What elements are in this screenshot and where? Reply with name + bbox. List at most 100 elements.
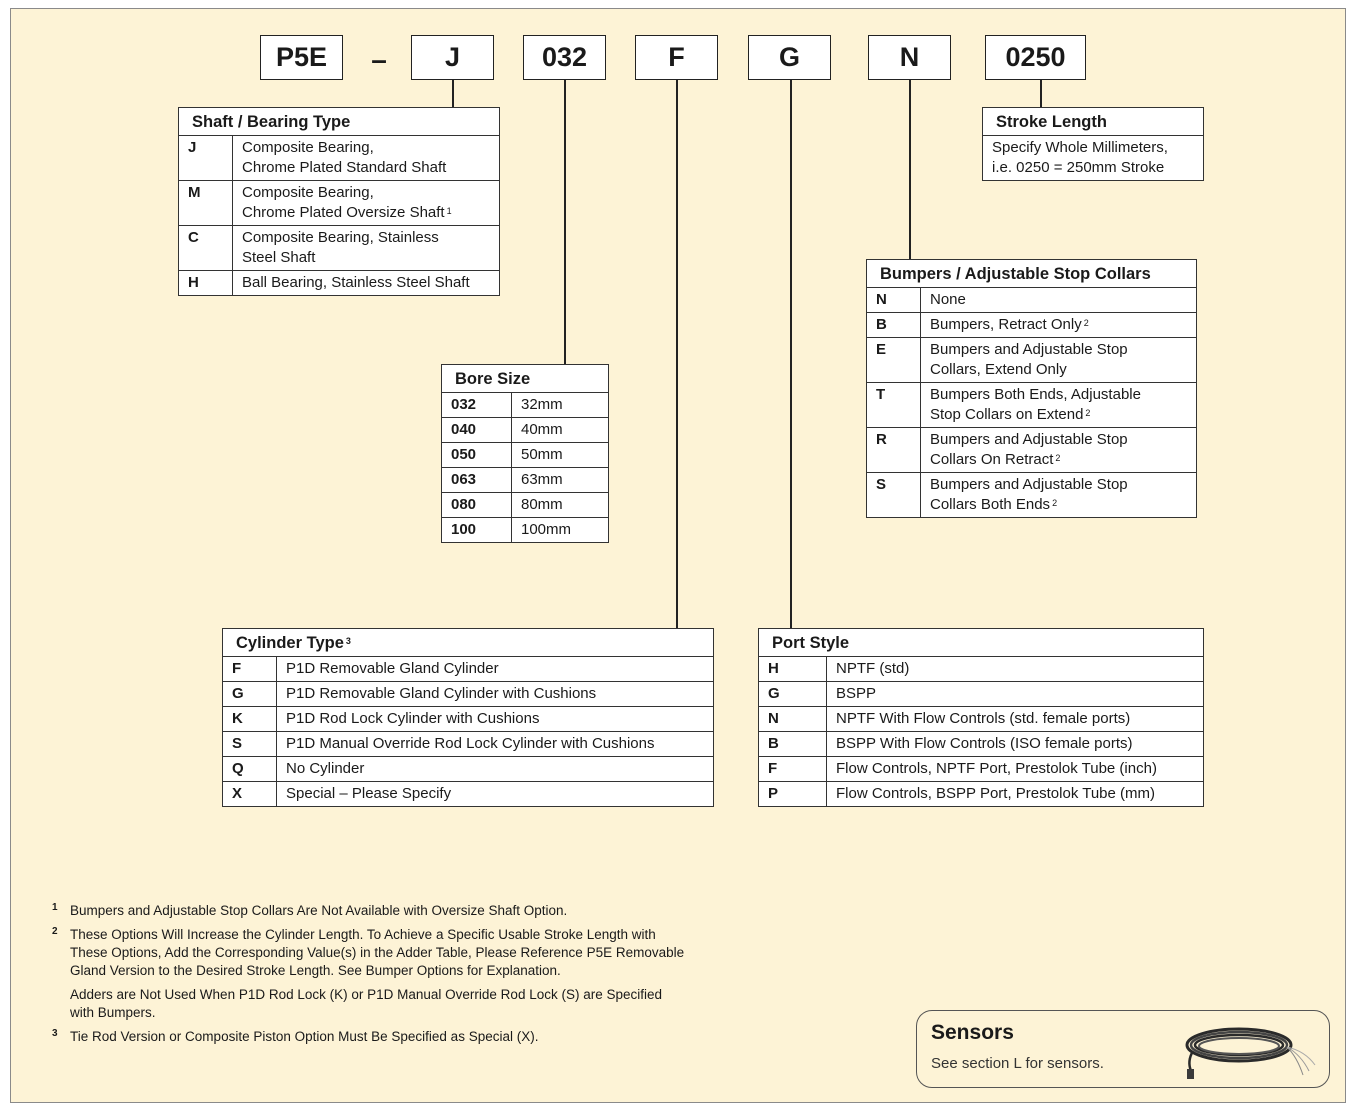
option-desc: Bumpers, Retract Only [930, 316, 1082, 333]
code-box-stroke: 0250 [985, 35, 1086, 80]
option-code: B [759, 732, 827, 757]
option-desc: BSPP With Flow Controls (ISO female port… [827, 732, 1204, 757]
bore-value: 32mm [512, 393, 609, 418]
table-row: J Composite Bearing,Chrome Plated Standa… [179, 136, 500, 181]
code-separator: – [368, 44, 390, 76]
code-text-bumpers: N [900, 42, 920, 73]
footnote: 1 Bumpers and Adjustable Stop Collars Ar… [52, 902, 772, 920]
code-box-bumpers: N [868, 35, 951, 80]
option-desc: BSPP [827, 682, 1204, 707]
code-box-cylinder: F [635, 35, 718, 80]
footnote: 2 These Options Will Increase the Cylind… [52, 926, 772, 980]
footnote-number: 1 [52, 899, 58, 917]
footnote-text: Adders are Not Used When P1D Rod Lock (K… [70, 986, 772, 1004]
bore-value: 50mm [512, 443, 609, 468]
option-desc: P1D Rod Lock Cylinder with Cushions [277, 707, 714, 732]
bore-code: 032 [442, 393, 512, 418]
option-code: J [179, 136, 233, 181]
option-code: G [759, 682, 827, 707]
footnote-ref: 3 [346, 636, 351, 646]
table-title: Bore Size [442, 365, 609, 393]
option-desc: P1D Removable Gland Cylinder with Cushio… [277, 682, 714, 707]
stroke-desc: i.e. 0250 = 250mm Stroke [992, 158, 1197, 178]
option-code: C [179, 226, 233, 271]
option-code: F [223, 657, 277, 682]
option-code: E [867, 338, 921, 383]
bore-value: 63mm [512, 468, 609, 493]
footnotes: 1 Bumpers and Adjustable Stop Collars Ar… [52, 902, 772, 1052]
option-desc: Stop Collars on Extend [930, 406, 1083, 423]
code-box-port: G [748, 35, 831, 80]
option-code: G [223, 682, 277, 707]
footnote-number: 2 [52, 923, 58, 941]
option-code: T [867, 383, 921, 428]
option-desc: Steel Shaft [242, 248, 493, 268]
table-row: Specify Whole Millimeters,i.e. 0250 = 25… [983, 136, 1204, 181]
option-code: P [759, 782, 827, 807]
footnote-number: 3 [52, 1025, 58, 1043]
table-title: Port Style [759, 629, 1204, 657]
bore-code: 063 [442, 468, 512, 493]
option-code: N [759, 707, 827, 732]
footnote-text: Gland Version to the Desired Stroke Leng… [70, 962, 772, 980]
shaft-bearing-table: Shaft / Bearing Type J Composite Bearing… [178, 107, 500, 296]
table-title: Cylinder Type [236, 634, 344, 652]
option-desc: Composite Bearing, [242, 183, 493, 203]
option-desc: Collars, Extend Only [930, 360, 1190, 380]
code-text-cylinder: F [668, 42, 685, 73]
footnote-ref: 2 [1052, 498, 1057, 508]
option-desc: P1D Manual Override Rod Lock Cylinder wi… [277, 732, 714, 757]
table-title: Shaft / Bearing Type [179, 108, 500, 136]
connector-stroke [1040, 80, 1042, 108]
option-code: H [759, 657, 827, 682]
code-text-shaft: J [445, 42, 460, 73]
sensors-subtitle: See section L for sensors. [931, 1055, 1104, 1072]
footnote-ref: 2 [1084, 318, 1089, 328]
option-code: R [867, 428, 921, 473]
option-desc: Bumpers and Adjustable Stop [930, 340, 1190, 360]
option-desc: Ball Bearing, Stainless Steel Shaft [233, 271, 500, 296]
option-desc: Collars Both Ends [930, 496, 1050, 513]
code-box-p5e: P5E [260, 35, 343, 80]
code-text-bore: 032 [542, 42, 587, 73]
option-code: M [179, 181, 233, 226]
table-row: H Ball Bearing, Stainless Steel Shaft [179, 271, 500, 296]
footnote-ref: 2 [1055, 453, 1060, 463]
code-box-shaft: J [411, 35, 494, 80]
footnote-text: These Options, Add the Corresponding Val… [70, 944, 772, 962]
code-text-port: G [779, 42, 800, 73]
connector-bore [564, 80, 566, 365]
option-desc: NPTF (std) [827, 657, 1204, 682]
option-desc: Composite Bearing, [242, 138, 493, 158]
code-text-p5e: P5E [276, 42, 327, 73]
footnote: 3 Tie Rod Version or Composite Piston Op… [52, 1028, 772, 1046]
table-row: N None [867, 288, 1197, 313]
option-code: S [867, 473, 921, 518]
option-desc: None [921, 288, 1197, 313]
option-desc: Chrome Plated Oversize Shaft [242, 204, 445, 221]
footnote-ref: 1 [447, 206, 452, 216]
option-desc: Collars On Retract [930, 451, 1053, 468]
bore-code: 100 [442, 518, 512, 543]
option-code: H [179, 271, 233, 296]
table-title: Bumpers / Adjustable Stop Collars [867, 260, 1197, 288]
option-code: S [223, 732, 277, 757]
